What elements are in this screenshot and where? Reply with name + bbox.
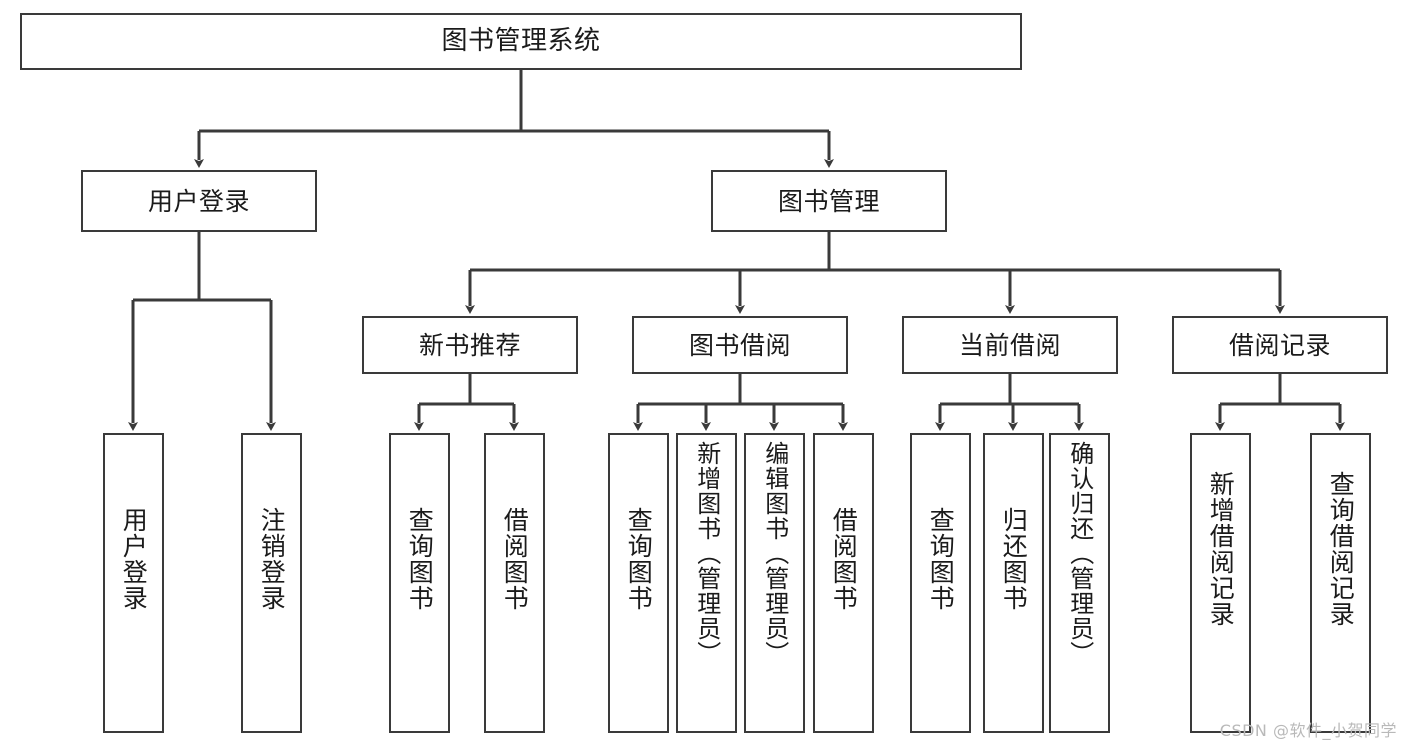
node-leaf-add-record[interactable]: 新增借阅记录 (1190, 433, 1251, 733)
node-user-login[interactable]: 用户登录 (81, 170, 317, 232)
node-leaf-borrow-book-rec[interactable]: 借阅图书 (484, 433, 545, 733)
node-current-borrow[interactable]: 当前借阅 (902, 316, 1118, 374)
node-borrow-record[interactable]: 借阅记录 (1172, 316, 1388, 374)
node-root-label: 图书管理系统 (441, 26, 601, 57)
node-book-borrow-label: 图书借阅 (688, 330, 791, 360)
node-leaf-query-book-rec[interactable]: 查询图书 (389, 433, 450, 733)
node-leaf-return-book[interactable]: 归还图书 (983, 433, 1044, 733)
node-leaf-add-book[interactable]: 新增图书（管理员） (676, 433, 737, 733)
node-book-manage[interactable]: 图书管理 (711, 170, 947, 232)
watermark: CSDN @软件_小贺同学 (1219, 721, 1397, 740)
node-leaf-return-book-label: 归还图书 (999, 507, 1029, 611)
node-new-book-rec[interactable]: 新书推荐 (362, 316, 578, 374)
node-leaf-query-book-rec-label: 查询图书 (405, 507, 435, 611)
node-leaf-confirm-return[interactable]: 确认归还（管理员） (1049, 433, 1110, 733)
node-leaf-logout-label: 注销登录 (257, 507, 287, 611)
node-leaf-confirm-return-label: 确认归还（管理员） (1065, 441, 1094, 666)
node-leaf-query-record-label: 查询借阅记录 (1326, 471, 1356, 627)
node-leaf-edit-book-label: 编辑图书（管理员） (760, 441, 789, 666)
node-leaf-borrow-book-label: 借阅图书 (829, 507, 859, 611)
node-leaf-add-book-label: 新增图书（管理员） (692, 441, 721, 666)
node-leaf-query-record[interactable]: 查询借阅记录 (1310, 433, 1371, 733)
node-leaf-query-book-borrow-label: 查询图书 (624, 507, 654, 611)
node-leaf-query-book-borrow[interactable]: 查询图书 (608, 433, 669, 733)
node-new-book-rec-label: 新书推荐 (418, 330, 521, 360)
node-leaf-user-login[interactable]: 用户登录 (103, 433, 164, 733)
node-current-borrow-label: 当前借阅 (958, 330, 1061, 360)
node-leaf-user-login-label: 用户登录 (119, 507, 149, 611)
node-leaf-logout[interactable]: 注销登录 (241, 433, 302, 733)
node-leaf-edit-book[interactable]: 编辑图书（管理员） (744, 433, 805, 733)
node-user-login-label: 用户登录 (147, 186, 250, 216)
node-leaf-borrow-book-rec-label: 借阅图书 (500, 507, 530, 611)
node-book-manage-label: 图书管理 (777, 186, 880, 216)
node-leaf-borrow-book[interactable]: 借阅图书 (813, 433, 874, 733)
node-borrow-record-label: 借阅记录 (1228, 330, 1331, 360)
node-book-borrow[interactable]: 图书借阅 (632, 316, 848, 374)
node-leaf-query-book-current-label: 查询图书 (926, 507, 956, 611)
node-root[interactable]: 图书管理系统 (20, 13, 1022, 70)
node-leaf-query-book-current[interactable]: 查询图书 (910, 433, 971, 733)
node-leaf-add-record-label: 新增借阅记录 (1206, 471, 1236, 627)
